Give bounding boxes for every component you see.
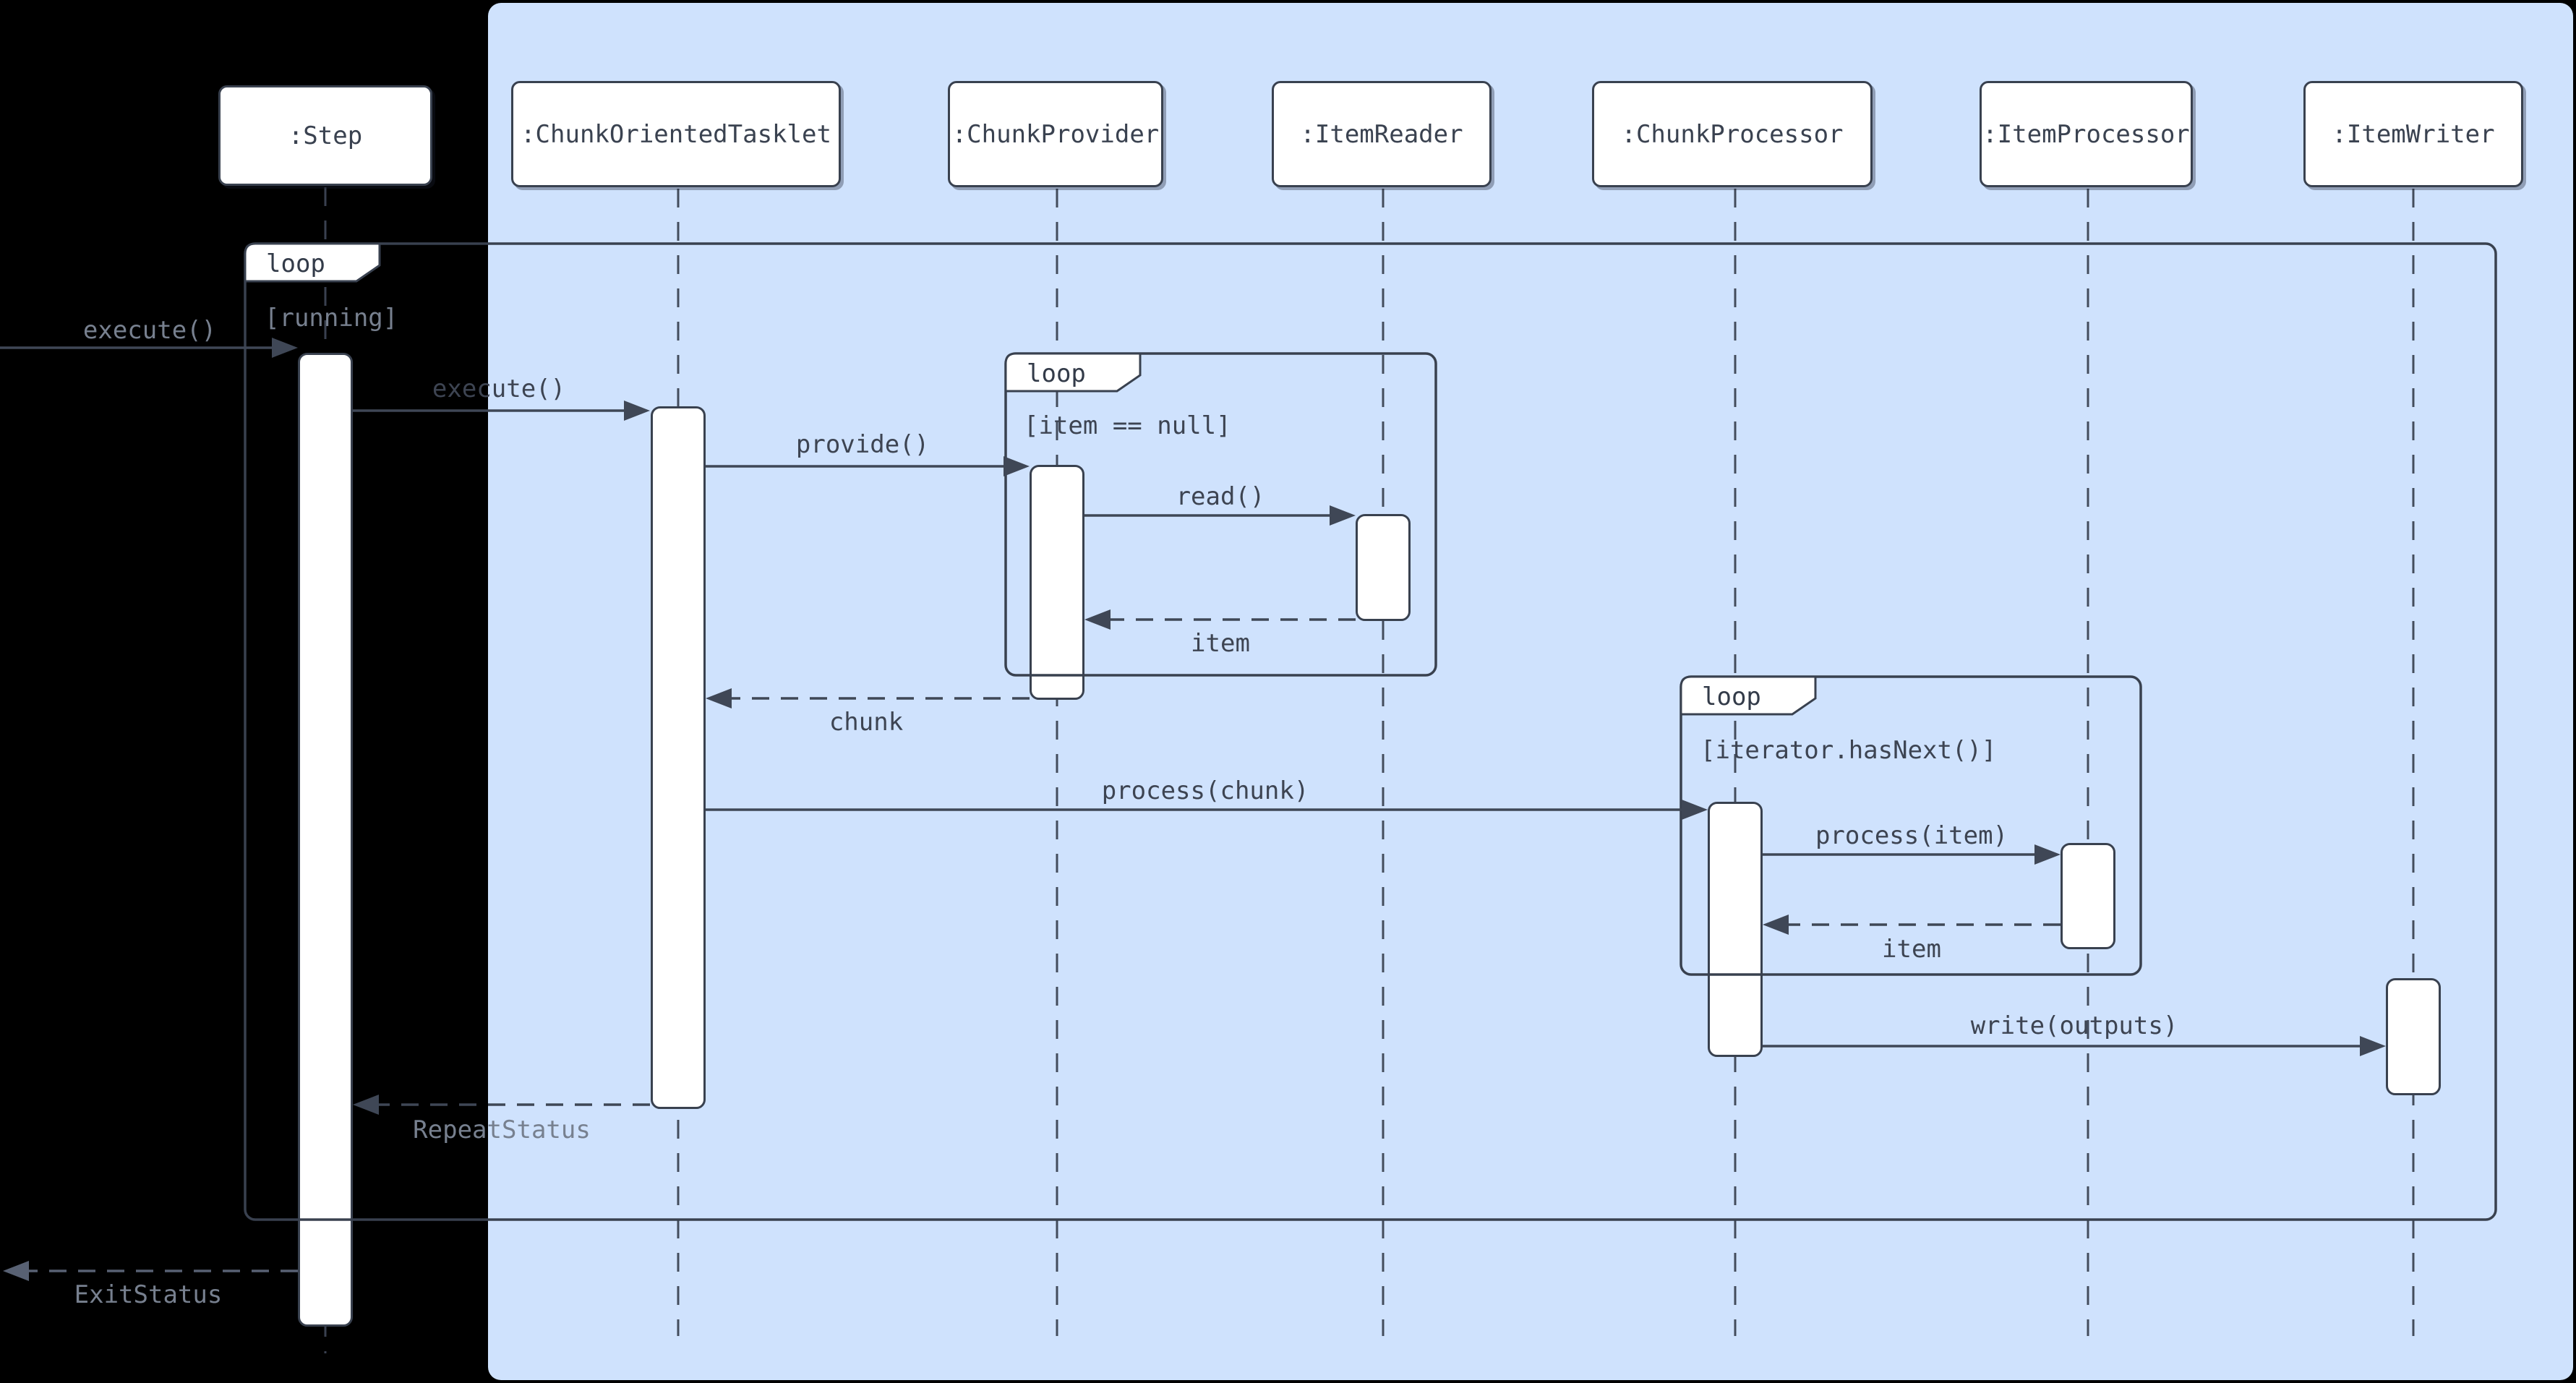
participant-name: :ItemReader (1300, 119, 1463, 149)
activation-item-processor (2061, 843, 2115, 949)
loop-guard-iterator-hasnext: [iterator.hasNext()] (1700, 736, 1997, 765)
diagram-background-panel (488, 3, 2573, 1380)
message-arrow-provide (706, 456, 1030, 476)
loop-tab-read (1004, 352, 1142, 393)
message-label-execute: execute() (432, 374, 566, 403)
loop-guard-item-null: [item == null] (1024, 411, 1231, 440)
message-arrow-process-chunk (706, 800, 1708, 820)
participant-header-chunk-oriented-tasklet: :ChunkOrientedTasklet (511, 81, 841, 187)
return-arrow-repeat-status (353, 1095, 650, 1115)
loop-frame-outer (244, 242, 2497, 1221)
loop-frame-read (1004, 352, 1437, 677)
activation-chunk-oriented-tasklet (651, 406, 706, 1109)
message-arrow-process-item (1763, 844, 2061, 865)
message-arrow-execute (353, 401, 650, 421)
participant-name: :ChunkOrientedTasklet (521, 119, 831, 149)
return-arrow-item-process (1763, 915, 2061, 935)
activation-chunk-processor (1708, 802, 1763, 1057)
loop-tab-label-process: loop (1702, 682, 1761, 711)
message-label-item-process: item (1882, 935, 1941, 964)
message-label-provide: provide() (795, 430, 930, 459)
loop-tab-label-outer: loop (266, 249, 325, 278)
loop-guard-running: [running] (265, 304, 398, 333)
message-arrow-execute-entry (0, 338, 298, 358)
message-label-read: read() (1176, 482, 1265, 511)
participant-header-item-processor: :ItemProcessor (1980, 81, 2193, 187)
participant-name: :ItemWriter (2332, 119, 2495, 149)
message-label-chunk: chunk (829, 708, 904, 737)
activation-chunk-provider (1030, 465, 1084, 700)
loop-tab-outer (244, 242, 381, 283)
activation-item-reader (1356, 514, 1411, 621)
return-arrow-exit-status (3, 1261, 298, 1281)
message-label-exit-status: ExitStatus (74, 1280, 223, 1309)
loop-frame-process (1679, 675, 2142, 976)
participant-header-chunk-provider: :ChunkProvider (948, 81, 1163, 187)
loop-tab-label-read: loop (1027, 359, 1086, 388)
participant-name: :ChunkProcessor (1621, 119, 1844, 149)
return-arrow-chunk (706, 688, 1030, 708)
message-label-repeat-status: RepeatStatus (413, 1116, 591, 1144)
message-label-item-read: item (1191, 629, 1250, 658)
participant-header-step: :Step (218, 85, 432, 186)
message-arrow-read (1084, 505, 1356, 526)
participant-header-chunk-processor: :ChunkProcessor (1592, 81, 1873, 187)
participant-header-item-writer: :ItemWriter (2303, 81, 2523, 187)
message-label-process-chunk: process(chunk) (1101, 776, 1309, 805)
participant-name: :ItemProcessor (1982, 119, 2190, 149)
message-label-execute-entry: execute() (82, 316, 217, 345)
message-label-write-outputs: write(outputs) (1970, 1011, 2178, 1040)
activation-item-writer (2386, 978, 2441, 1095)
return-arrow-item-read (1084, 609, 1356, 630)
message-arrow-write-outputs (1763, 1036, 2386, 1056)
message-label-process-item: process(item) (1815, 821, 2008, 850)
participant-name: :Step (288, 121, 363, 150)
activation-step (298, 353, 353, 1327)
participant-name: :ChunkProvider (951, 119, 1160, 149)
loop-tab-process (1679, 675, 1817, 716)
participant-header-item-reader: :ItemReader (1272, 81, 1492, 187)
